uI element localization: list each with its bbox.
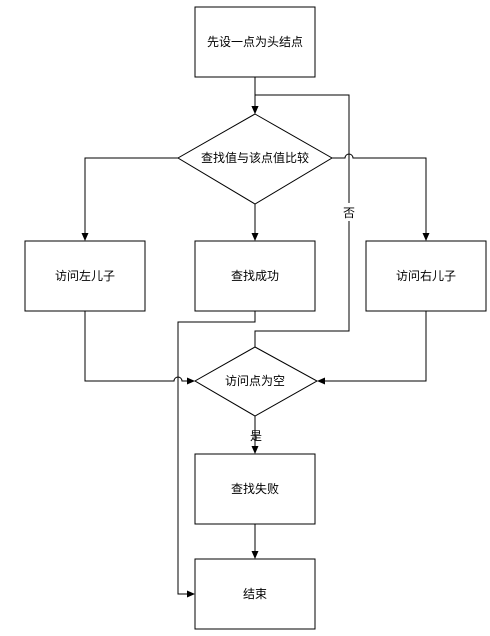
node-end: 结束: [194, 558, 316, 630]
node-found-label: 查找成功: [231, 269, 279, 283]
node-compare: 查找值与该点值比较: [177, 113, 333, 205]
node-start: 先设一点为头结点: [194, 6, 316, 78]
node-found: 查找成功: [194, 240, 316, 312]
node-fail-label: 查找失败: [231, 481, 279, 496]
node-end-label: 结束: [243, 587, 267, 601]
node-left-child-label: 访问左儿子: [55, 268, 115, 283]
edge-label-no-bg: [340, 203, 358, 221]
node-is-empty-label: 访问点为空: [225, 374, 285, 388]
edge-found-to-end: [177, 311, 256, 598]
node-right-child-label: 访问右儿子: [396, 268, 456, 283]
edge-compare-to-right: [332, 153, 430, 241]
edge-compare-to-left: [81, 157, 178, 241]
node-start-label: 先设一点为头结点: [207, 35, 303, 49]
node-left-child: 访问左儿子: [24, 240, 146, 312]
node-right-child: 访问右儿子: [365, 240, 487, 312]
node-is-empty: 访问点为空: [193, 346, 319, 417]
edge-right-to-empty: [317, 311, 427, 385]
edge-label-no: 否: [343, 206, 355, 220]
edge-label-yes: 是: [250, 429, 262, 443]
node-compare-label: 查找值与该点值比较: [201, 150, 309, 165]
node-fail: 查找失败: [194, 453, 316, 525]
edge-left-to-empty: [84, 311, 195, 385]
